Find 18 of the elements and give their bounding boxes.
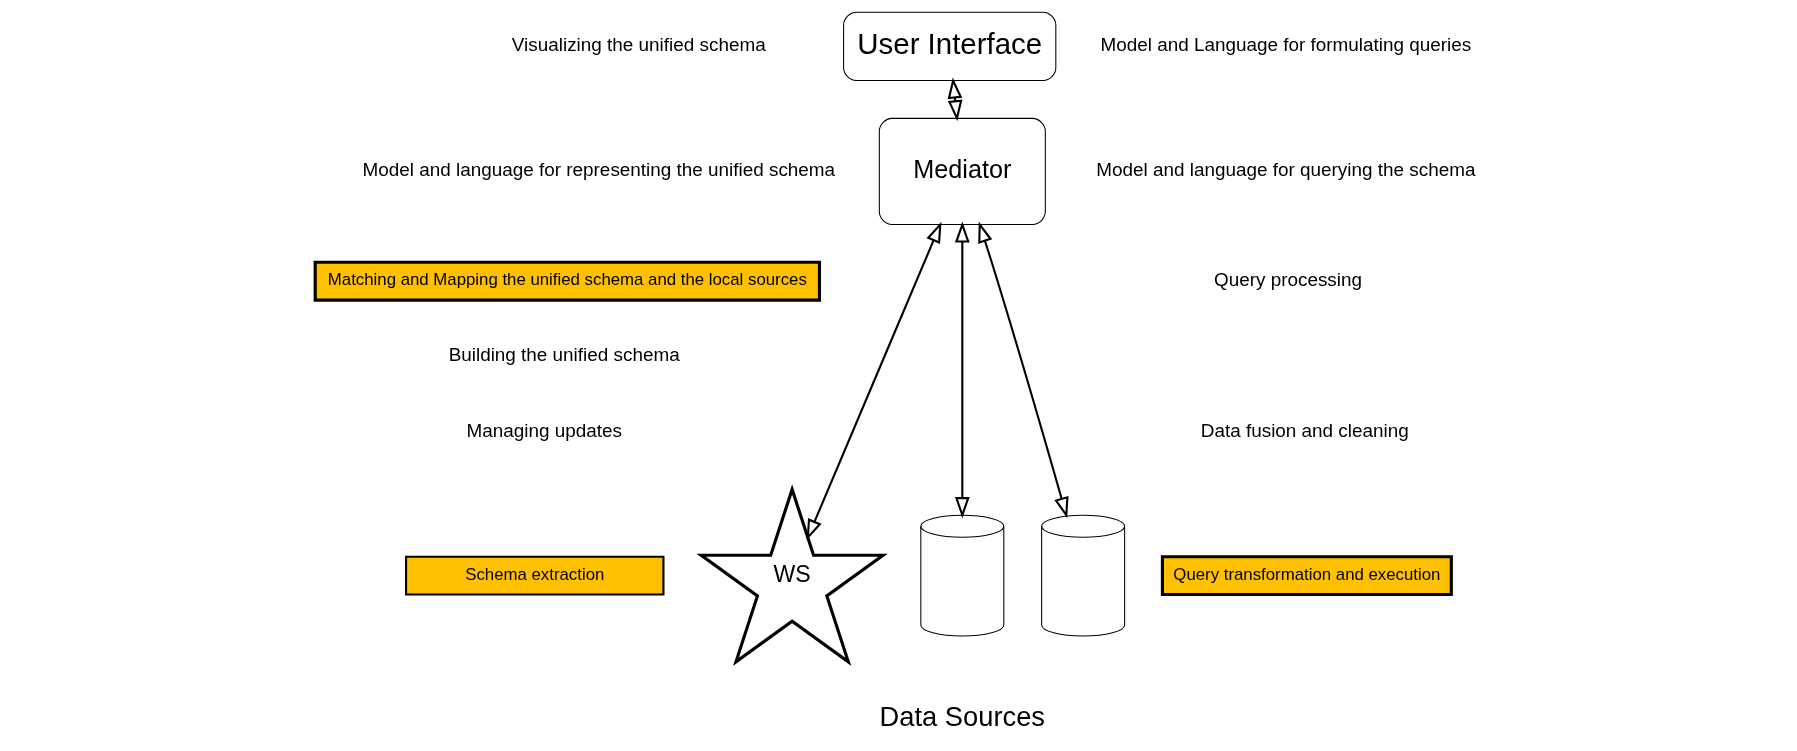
label: Data Sources [879,700,1046,732]
label: Model and Language for formulating queries [1100,34,1472,56]
label: Data fusion and cleaning [1200,420,1409,442]
arrow [947,77,963,122]
node-box: Mediator [878,117,1046,225]
label: Query processing [1213,268,1362,290]
arrow [978,221,1069,519]
node-box: User Interface [843,11,1057,82]
label: Managing updates [466,420,622,442]
label: Building the unified schema [448,344,680,366]
node-box: Schema extraction [405,555,665,596]
label: Visualizing the unified schema [511,34,766,56]
arrow [806,221,942,541]
label: Model and language for querying the schema [1096,159,1476,181]
node-box: Matching and Mapping the unified schema and the local sources [313,260,822,302]
node-box: Query transformation and execution [1160,555,1453,597]
label: Model and language for representing the unified schema [362,159,836,181]
arrow [954,221,970,519]
